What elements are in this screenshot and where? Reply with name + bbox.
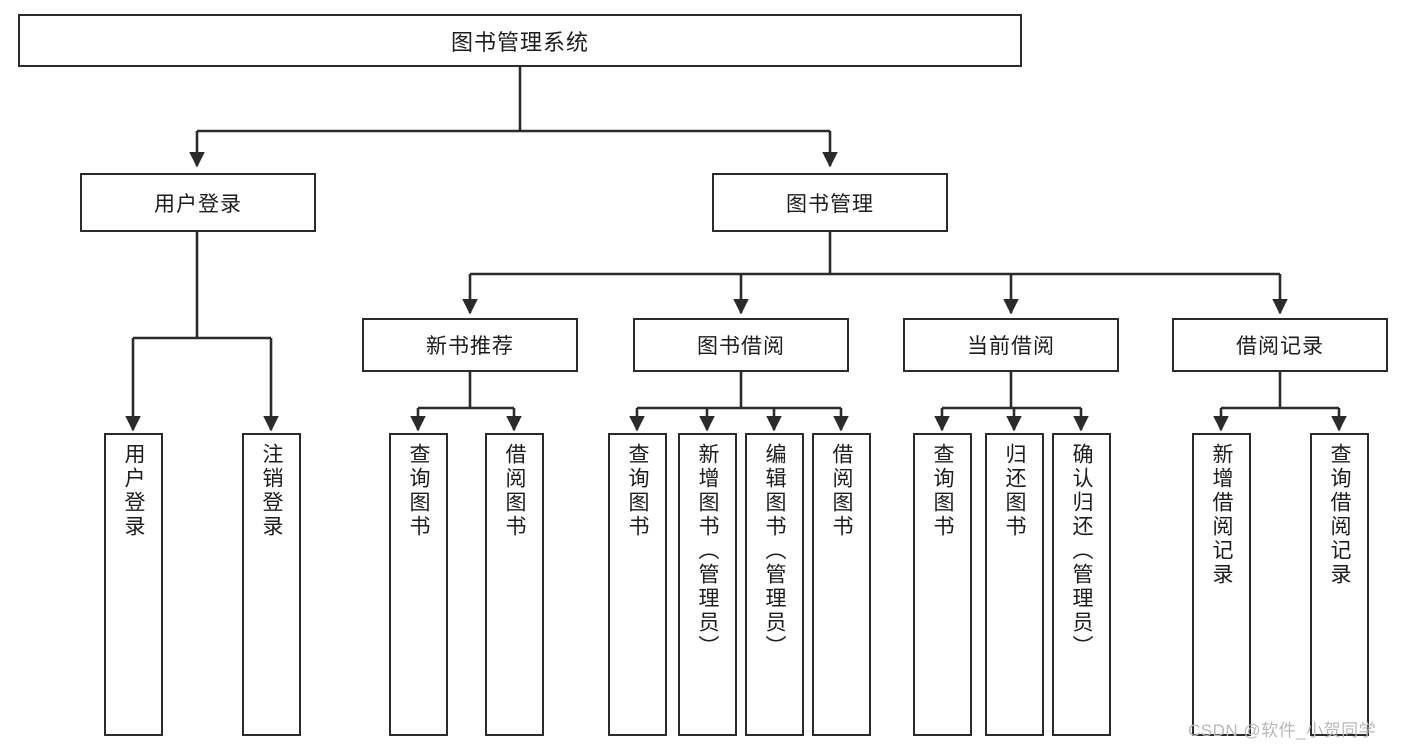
leaf-borrow-book-label: 借阅图书: [830, 443, 853, 539]
node-user-login[interactable]: 用户登录: [80, 173, 316, 232]
node-root[interactable]: 图书管理系统: [18, 14, 1022, 67]
node-borrow-record[interactable]: 借阅记录: [1172, 318, 1388, 372]
leaf-borrow-book[interactable]: 借阅图书: [812, 433, 871, 736]
node-book-borrow-label: 图书借阅: [697, 335, 785, 358]
leaf-add-book-admin-label: 新增图书（管理员）: [696, 443, 719, 659]
leaf-query-book-borrow[interactable]: 查询图书: [608, 433, 667, 736]
leaf-logout-label: 注销登录: [260, 443, 283, 539]
leaf-query-book-current[interactable]: 查询图书: [913, 433, 972, 736]
leaf-confirm-return-admin[interactable]: 确认归还（管理员）: [1052, 433, 1111, 736]
leaf-user-login[interactable]: 用户登录: [104, 433, 163, 736]
node-new-book-recommend[interactable]: 新书推荐: [362, 318, 578, 372]
node-user-login-label: 用户登录: [154, 192, 242, 216]
leaf-return-book-label: 归还图书: [1003, 443, 1026, 539]
leaf-query-book-borrow-label: 查询图书: [626, 443, 649, 539]
csdn-watermark: CSDN @软件_小贺同学: [1188, 721, 1377, 740]
node-book-management[interactable]: 图书管理: [712, 173, 948, 232]
leaf-borrow-book-recommend[interactable]: 借阅图书: [485, 433, 544, 736]
leaf-edit-book-admin-label: 编辑图书（管理员）: [763, 443, 786, 659]
leaf-logout[interactable]: 注销登录: [242, 433, 301, 736]
leaf-user-login-label: 用户登录: [122, 443, 145, 539]
leaf-return-book[interactable]: 归还图书: [985, 433, 1044, 736]
leaf-query-book-current-label: 查询图书: [931, 443, 954, 539]
leaf-query-book-recommend[interactable]: 查询图书: [389, 433, 448, 736]
leaf-query-book-recommend-label: 查询图书: [407, 443, 430, 539]
leaf-query-borrow-record-label: 查询借阅记录: [1328, 443, 1351, 587]
node-new-book-recommend-label: 新书推荐: [426, 335, 514, 358]
leaf-confirm-return-admin-label: 确认归还（管理员）: [1070, 443, 1093, 659]
node-borrow-record-label: 借阅记录: [1236, 335, 1324, 358]
leaf-query-borrow-record[interactable]: 查询借阅记录: [1310, 433, 1369, 736]
leaf-borrow-book-recommend-label: 借阅图书: [503, 443, 526, 539]
leaf-add-borrow-record[interactable]: 新增借阅记录: [1192, 433, 1251, 736]
leaf-add-book-admin[interactable]: 新增图书（管理员）: [678, 433, 737, 736]
node-book-management-label: 图书管理: [786, 192, 874, 216]
node-book-borrow[interactable]: 图书借阅: [633, 318, 849, 372]
node-root-label: 图书管理系统: [450, 29, 589, 55]
leaf-edit-book-admin[interactable]: 编辑图书（管理员）: [745, 433, 804, 736]
node-current-borrow-label: 当前借阅: [967, 335, 1055, 358]
leaf-add-borrow-record-label: 新增借阅记录: [1210, 443, 1233, 587]
node-current-borrow[interactable]: 当前借阅: [903, 318, 1119, 372]
